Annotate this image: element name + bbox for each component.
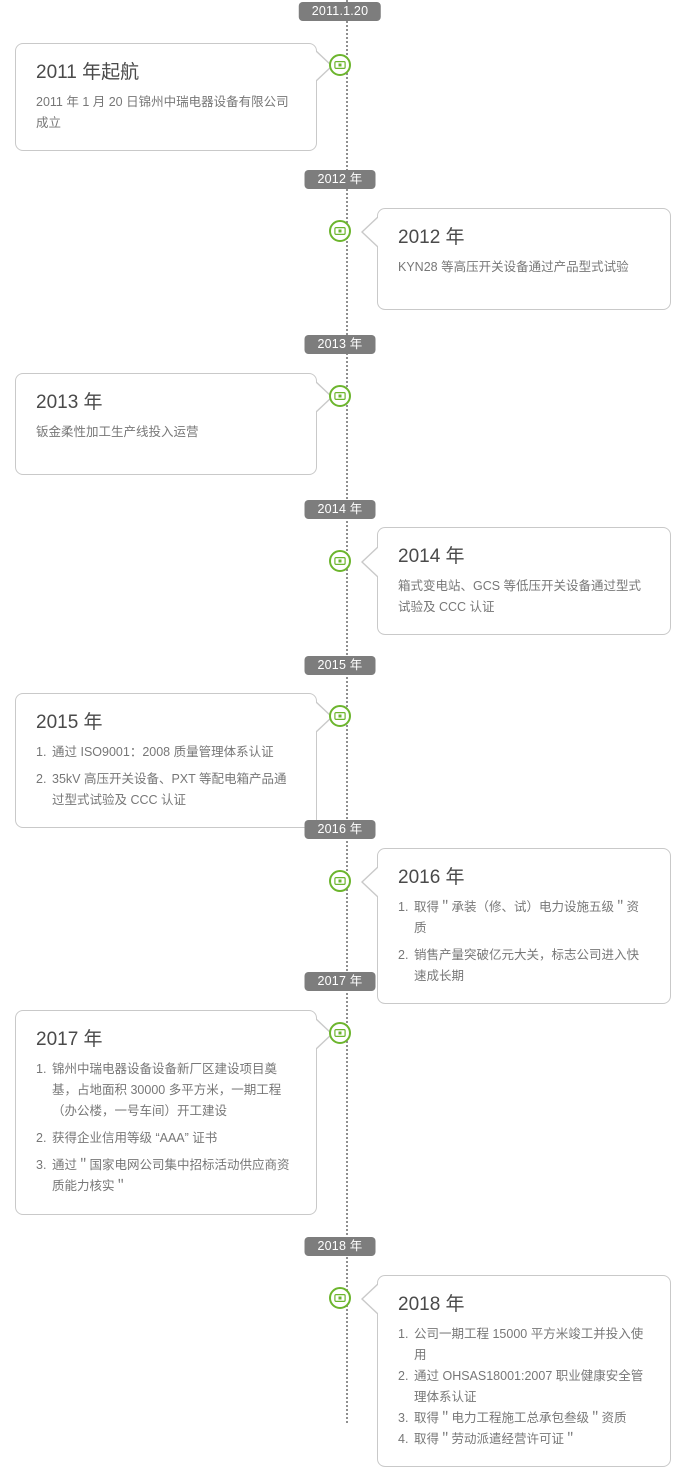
- card-title: 2014 年: [398, 546, 465, 567]
- card-pointer-fill: [363, 216, 380, 248]
- list-item: 3. 通过＂国家电网公司集中招标活动供应商资质能力核实＂: [36, 1155, 296, 1197]
- banknote-icon: [334, 555, 346, 567]
- year-badge: 2013 年: [304, 335, 376, 354]
- timeline-node-marker[interactable]: [329, 870, 351, 892]
- timeline-card[interactable]: 2018 年 1. 公司一期工程 15000 平方米竣工并投入使用 2. 通过 OHSA…: [361, 1275, 671, 1467]
- list-item-text: 取得＂承装（修、试）电力设施五级＂资质: [414, 900, 640, 935]
- list-item: 3. 取得＂电力工程施工总承包叁级＂资质: [398, 1408, 650, 1429]
- list-item-text: 取得＂劳动派遣经营许可证＂: [414, 1432, 577, 1446]
- year-badge: 2011.1.20: [298, 2, 382, 21]
- year-badge: 2015 年: [304, 656, 376, 675]
- list-item: 2. 销售产量突破亿元大关，标志公司进入快速成长期: [398, 945, 650, 987]
- year-badge: 2017 年: [304, 972, 376, 991]
- list-item-text: 通过 OHSAS18001:2007 职业健康安全管理体系认证: [414, 1369, 644, 1404]
- timeline-node-marker[interactable]: [329, 1022, 351, 1044]
- card-body-text: 箱式变电站、GCS 等低压开关设备通过型式试验及 CCC 认证: [398, 579, 642, 614]
- card-achievement-list: 1. 锦州中瑞电器设备设备新厂区建设项目奠基，占地面积 30000 多平方米，一期…: [36, 1059, 296, 1197]
- list-item: 2. 获得企业信用等级 “AAA” 证书: [36, 1128, 296, 1149]
- timeline-node-marker[interactable]: [329, 385, 351, 407]
- list-item-number: 2.: [36, 1131, 47, 1145]
- card-body-text: KYN28 等高压开关设备通过产品型式试验: [398, 260, 629, 274]
- list-item: 2. 通过 OHSAS18001:2007 职业健康安全管理体系认证: [398, 1366, 650, 1408]
- list-item: 1. 取得＂承装（修、试）电力设施五级＂资质: [398, 897, 650, 939]
- card-title: 2013 年: [36, 392, 103, 413]
- card-achievement-list: 1. 取得＂承装（修、试）电力设施五级＂资质 2. 销售产量突破亿元大关，标志公司进入…: [398, 897, 650, 987]
- banknote-icon: [334, 1292, 346, 1304]
- list-item-number: 2.: [398, 948, 409, 962]
- timeline-card[interactable]: 2017 年 1. 锦州中瑞电器设备设备新厂区建设项目奠基，占地面积 30000 多…: [15, 1010, 333, 1215]
- timeline-node-marker[interactable]: [329, 1287, 351, 1309]
- list-item-text: 通过＂国家电网公司集中招标活动供应商资质能力核实＂: [52, 1158, 290, 1193]
- banknote-icon: [334, 390, 346, 402]
- card-pointer-fill: [314, 381, 331, 413]
- card-achievement-list: 1. 通过 ISO9001：2008 质量管理体系认证 2. 35kV 高压开关设备、…: [36, 742, 296, 811]
- list-item-text: 销售产量突破亿元大关，标志公司进入快速成长期: [414, 948, 640, 983]
- list-item: 1. 通过 ISO9001：2008 质量管理体系认证: [36, 742, 296, 763]
- list-item: 2. 35kV 高压开关设备、PXT 等配电箱产品通过型式试验及 CCC 认证: [36, 769, 296, 811]
- timeline-card[interactable]: 2012 年 KYN28 等高压开关设备通过产品型式试验: [361, 208, 671, 310]
- timeline-card[interactable]: 2015 年 1. 通过 ISO9001：2008 质量管理体系认证 2. 35kV 高…: [15, 693, 333, 828]
- list-item-number: 2.: [36, 772, 47, 786]
- banknote-icon: [334, 710, 346, 722]
- list-item-text: 锦州中瑞电器设备设备新厂区建设项目奠基，占地面积 30000 多平方米，一期工程…: [52, 1062, 282, 1118]
- card-pointer-fill: [363, 1283, 380, 1315]
- card-pointer-fill: [363, 866, 380, 898]
- timeline-node-marker[interactable]: [329, 220, 351, 242]
- card-body-text: 钣金柔性加工生产线投入运营: [36, 425, 199, 439]
- list-item-number: 1.: [398, 1327, 409, 1341]
- list-item-text: 通过 ISO9001：2008 质量管理体系认证: [52, 745, 274, 759]
- list-item-number: 3.: [36, 1158, 47, 1172]
- card-achievement-list: 1. 公司一期工程 15000 平方米竣工并投入使用 2. 通过 OHSAS18001…: [398, 1324, 650, 1450]
- banknote-icon: [334, 225, 346, 237]
- banknote-icon: [334, 1027, 346, 1039]
- year-badge: 2012 年: [304, 170, 376, 189]
- card-title: 2017 年: [36, 1029, 103, 1050]
- timeline-card[interactable]: 2013 年钣金柔性加工生产线投入运营: [15, 373, 333, 475]
- card-title: 2011 年起航: [36, 62, 140, 83]
- year-badge: 2016 年: [304, 820, 376, 839]
- card-pointer-fill: [314, 701, 331, 733]
- card-pointer-fill: [314, 50, 331, 82]
- timeline-node-marker[interactable]: [329, 705, 351, 727]
- card-title: 2018 年: [398, 1294, 465, 1315]
- banknote-icon: [334, 59, 346, 71]
- list-item-number: 2.: [398, 1369, 409, 1383]
- list-item-number: 3.: [398, 1411, 409, 1425]
- timeline-card[interactable]: 2016 年 1. 取得＂承装（修、试）电力设施五级＂资质 2. 销售产量突破亿元大关，…: [361, 848, 671, 1004]
- timeline-node-marker[interactable]: [329, 54, 351, 76]
- banknote-icon: [334, 875, 346, 887]
- card-pointer-fill: [314, 1018, 331, 1050]
- company-history-timeline: 2011.1.20 2011 年起航 2011 年 1 月 20 日锦州中瑞电器设备…: [15, 0, 671, 1467]
- timeline-node-marker[interactable]: [329, 550, 351, 572]
- card-title: 2015 年: [36, 712, 103, 733]
- timeline-card[interactable]: 2014 年箱式变电站、GCS 等低压开关设备通过型式试验及 CCC 认证: [361, 527, 671, 635]
- year-badge: 2018 年: [304, 1237, 376, 1256]
- card-title: 2016 年: [398, 867, 465, 888]
- list-item: 1. 公司一期工程 15000 平方米竣工并投入使用: [398, 1324, 650, 1366]
- list-item-number: 4.: [398, 1432, 409, 1446]
- card-title: 2012 年: [398, 227, 465, 248]
- list-item-number: 1.: [36, 745, 47, 759]
- year-badge: 2014 年: [304, 500, 376, 519]
- list-item-text: 取得＂电力工程施工总承包叁级＂资质: [414, 1411, 627, 1425]
- list-item: 1. 锦州中瑞电器设备设备新厂区建设项目奠基，占地面积 30000 多平方米，一期…: [36, 1059, 296, 1122]
- list-item-number: 1.: [36, 1062, 47, 1076]
- list-item-text: 获得企业信用等级 “AAA” 证书: [52, 1131, 218, 1145]
- list-item: 4. 取得＂劳动派遣经营许可证＂: [398, 1429, 650, 1450]
- timeline-card[interactable]: 2011 年起航 2011 年 1 月 20 日锦州中瑞电器设备有限公司成立: [15, 43, 333, 151]
- list-item-text: 35kV 高压开关设备、PXT 等配电箱产品通过型式试验及 CCC 认证: [52, 772, 287, 807]
- card-body-text: 2011 年 1 月 20 日锦州中瑞电器设备有限公司成立: [36, 95, 289, 130]
- card-pointer-fill: [363, 546, 380, 578]
- list-item-text: 公司一期工程 15000 平方米竣工并投入使用: [414, 1327, 644, 1362]
- list-item-number: 1.: [398, 900, 409, 914]
